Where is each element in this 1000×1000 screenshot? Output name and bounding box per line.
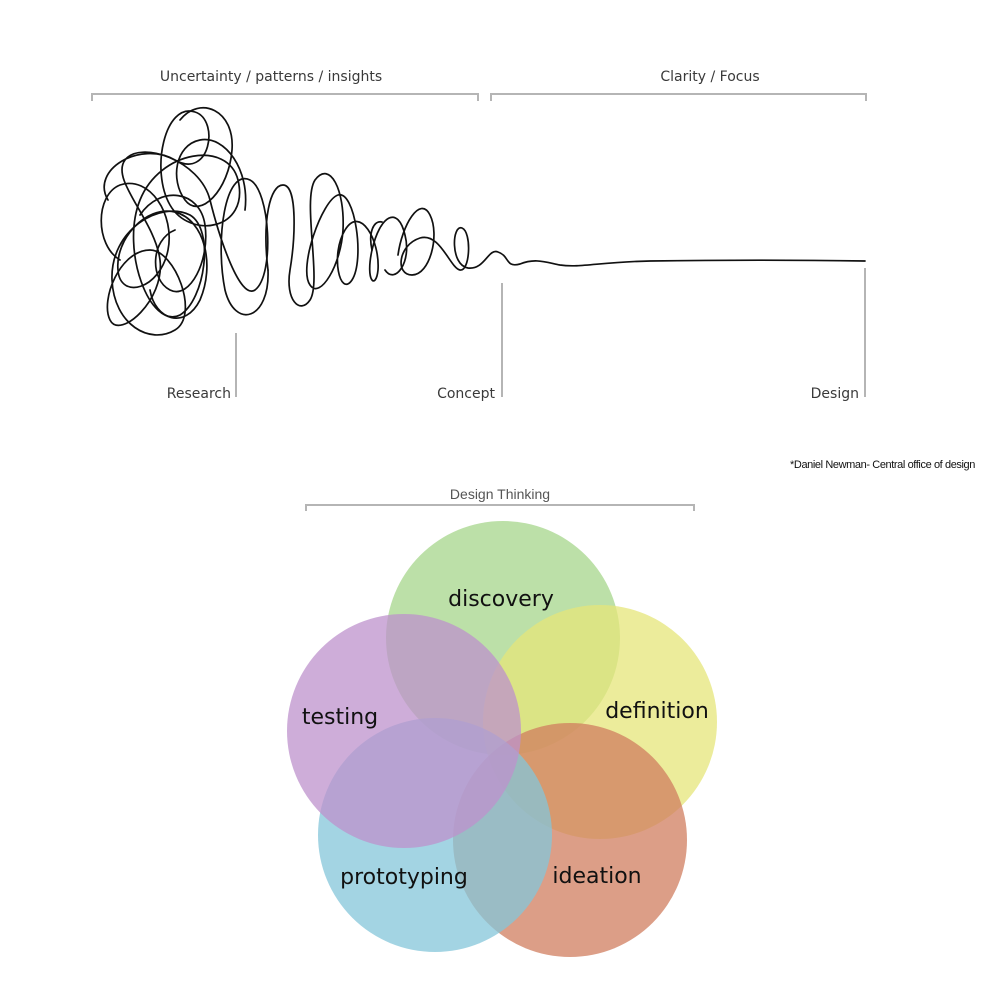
marker-label-concept: Concept [437, 386, 495, 402]
bracket-label-clarity: Clarity / Focus [660, 69, 759, 85]
label-definition: definition [605, 699, 709, 724]
label-prototyping: prototyping [340, 865, 468, 890]
bracket-uncertainty [91, 93, 479, 101]
venn-title-bracket [305, 504, 695, 511]
circle-testing [287, 614, 521, 848]
design-thinking-venn: Design Thinking discovery definition ide… [287, 486, 717, 957]
marker-label-research: Research [167, 386, 231, 402]
marker-label-design: Design [811, 386, 859, 402]
venn-title: Design Thinking [450, 486, 550, 502]
bracket-label-uncertainty: Uncertainty / patterns / insights [160, 69, 382, 85]
bracket-clarity [490, 93, 867, 101]
label-ideation: ideation [552, 864, 641, 889]
squiggle-line [100, 107, 866, 336]
credit-note: *Daniel Newman- Central office of design [790, 459, 975, 471]
label-testing: testing [302, 705, 378, 730]
label-discovery: discovery [448, 587, 554, 612]
squiggle-diagram: Uncertainty / patterns / insights Clarit… [91, 69, 867, 402]
